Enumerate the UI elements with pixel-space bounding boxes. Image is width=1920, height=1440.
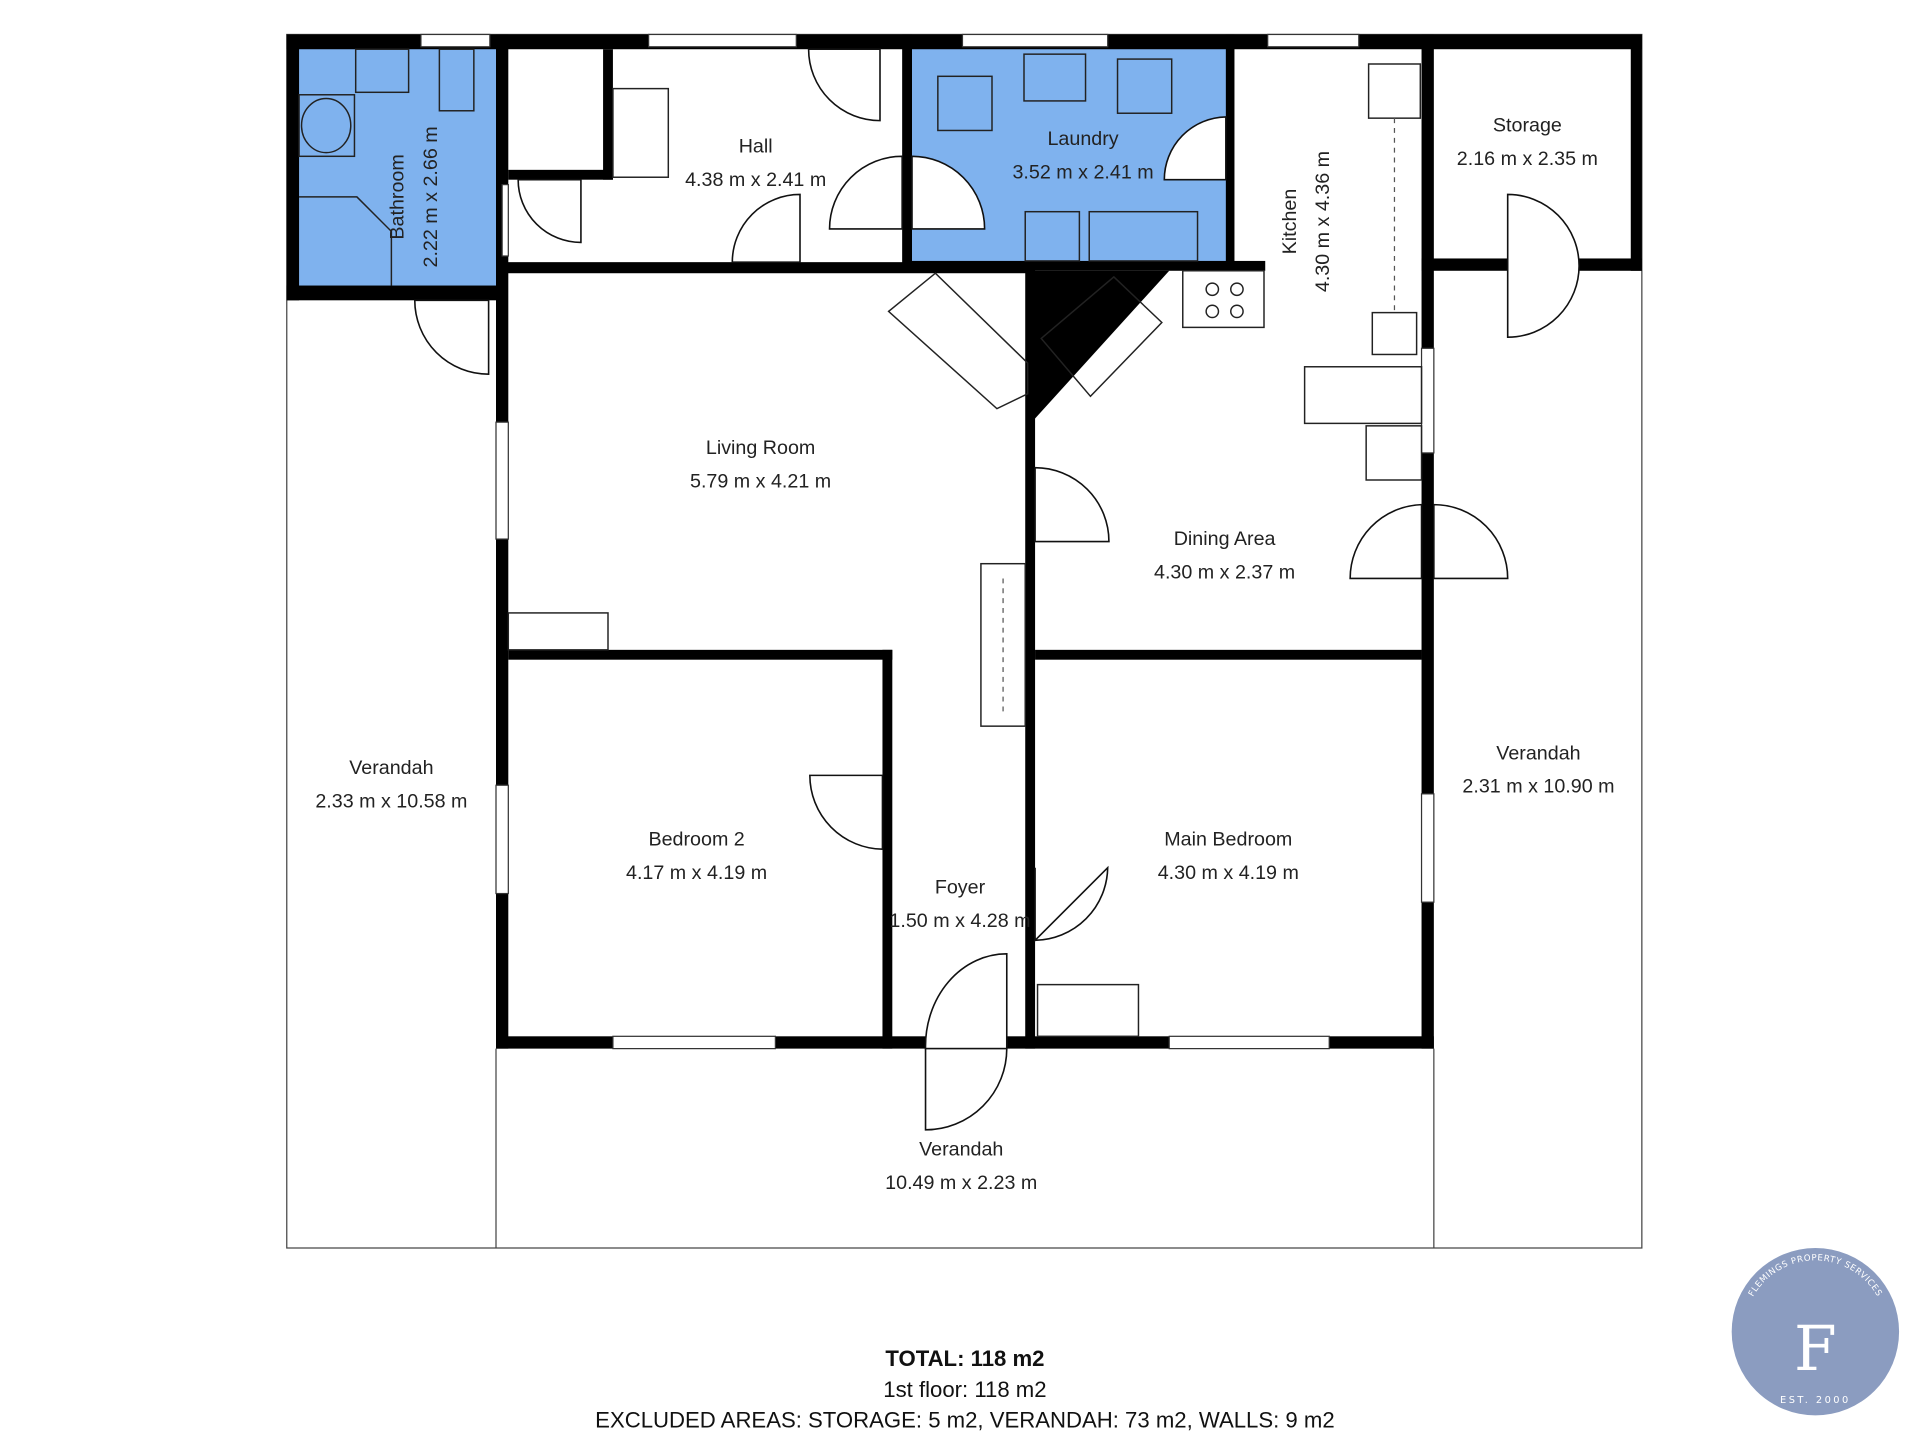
- logo-letter: F: [1794, 1313, 1837, 1385]
- verandah-right-name: Verandah: [1496, 742, 1580, 764]
- logo-circle: [1731, 1248, 1900, 1416]
- verandah-left-size: 2.33 m x 10.58 m: [315, 790, 467, 812]
- bedroom2-size: 4.17 m x 4.19 m: [626, 862, 767, 884]
- floor-area: 1st floor: 118 m2: [883, 1377, 1046, 1402]
- dining-name: Dining Area: [1174, 528, 1276, 550]
- laundry-name: Laundry: [1047, 128, 1118, 150]
- storage-size: 2.16 m x 2.35 m: [1457, 148, 1598, 170]
- bathroom-name: Bathroom: [387, 154, 409, 239]
- kitchen-label: Kitchen 4.30 m x 4.36 m: [1279, 151, 1334, 292]
- verandah-left-name: Verandah: [349, 757, 433, 779]
- bedroom2-name: Bedroom 2: [648, 829, 744, 851]
- bathroom-size: 2.22 m x 2.66 m: [420, 126, 442, 267]
- verandah-right-size: 2.31 m x 10.90 m: [1462, 776, 1614, 798]
- total-area: TOTAL: 118 m2: [885, 1346, 1044, 1371]
- company-logo: F FLEMINGS PROPERTY SERVICES EST. 2000: [1731, 1248, 1900, 1416]
- verandah-front-size: 10.49 m x 2.23 m: [885, 1172, 1037, 1194]
- storage-name: Storage: [1493, 115, 1562, 137]
- laundry-size: 3.52 m x 2.41 m: [1012, 161, 1153, 183]
- windows: [420, 33, 1435, 1050]
- excluded-areas: EXCLUDED AREAS: STORAGE: 5 m2, VERANDAH:…: [595, 1408, 1334, 1433]
- hall-name: Hall: [739, 136, 773, 158]
- foyer-name: Foyer: [935, 877, 986, 899]
- bathroom-label: Bathroom 2.22 m x 2.66 m: [387, 126, 442, 267]
- main-bedroom-name: Main Bedroom: [1164, 829, 1292, 851]
- living-size: 5.79 m x 4.21 m: [690, 470, 831, 492]
- verandah-front-name: Verandah: [919, 1139, 1003, 1161]
- hall-size: 4.38 m x 2.41 m: [685, 169, 826, 191]
- doors: [413, 48, 1580, 1131]
- fixtures: [298, 48, 1423, 1038]
- bathroom-floor: [295, 46, 500, 289]
- foyer-size: 1.50 m x 4.28 m: [889, 910, 1030, 932]
- dining-size: 4.30 m x 2.37 m: [1154, 561, 1295, 583]
- logo-est: EST. 2000: [1780, 1395, 1851, 1406]
- kitchen-name: Kitchen: [1279, 189, 1301, 255]
- kitchen-size: 4.30 m x 4.36 m: [1312, 151, 1334, 292]
- main-bedroom-size: 4.30 m x 4.19 m: [1158, 862, 1299, 884]
- living-name: Living Room: [706, 437, 815, 459]
